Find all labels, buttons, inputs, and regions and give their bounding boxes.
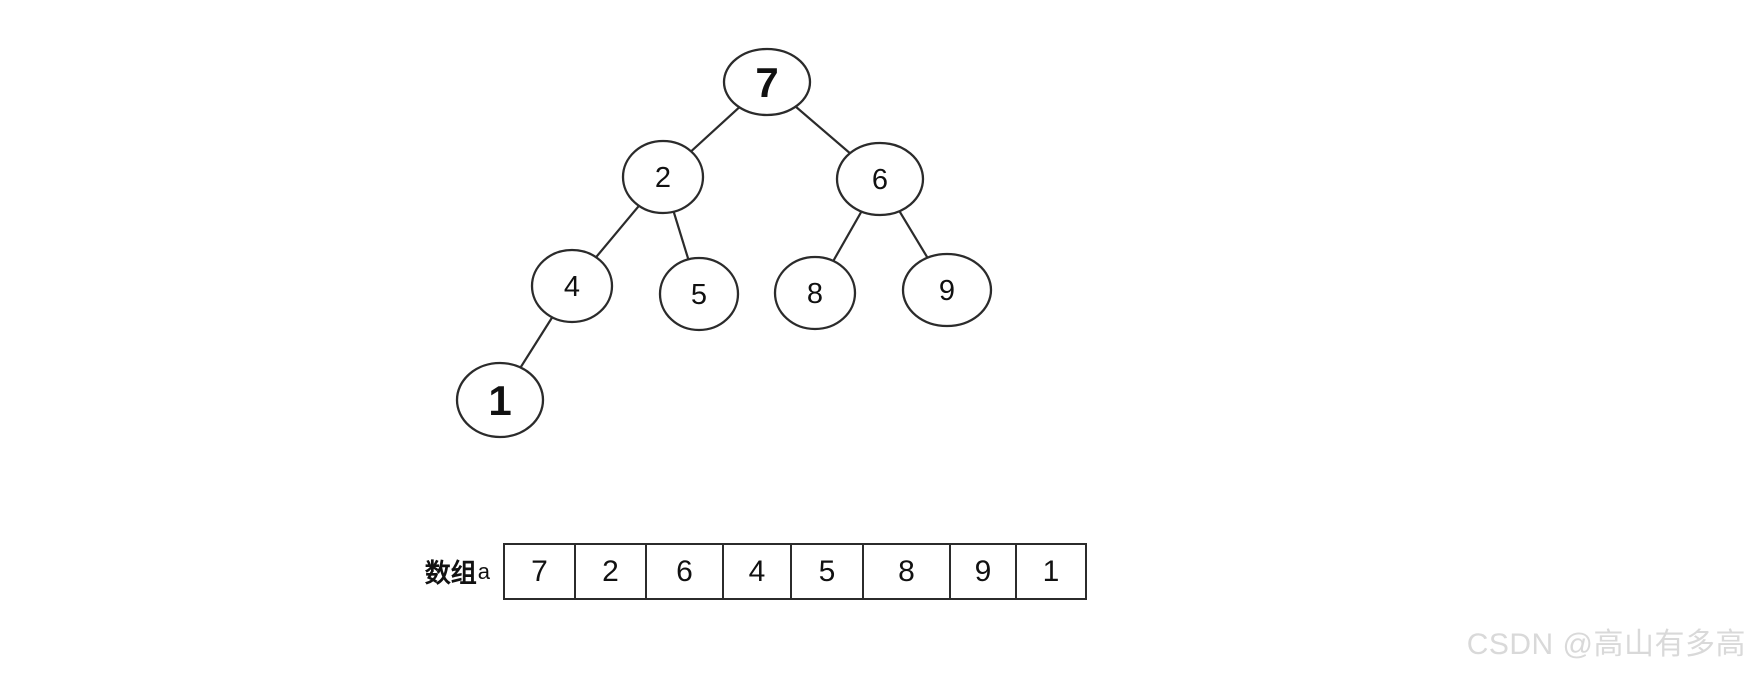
tree-node-circle: [621, 139, 705, 215]
tree-node: 7: [722, 47, 812, 117]
tree-node: 9: [901, 252, 993, 328]
tree-node-circle: [658, 256, 740, 332]
array-cell: 1: [1015, 545, 1085, 598]
tree-node-value: 1: [488, 377, 511, 424]
tree-node-value: 9: [939, 275, 955, 307]
tree-node-circle: [530, 248, 614, 324]
tree-node: 8: [773, 255, 857, 331]
watermark: CSDN @高山有多高: [1466, 628, 1746, 661]
array-cell: 6: [645, 545, 722, 598]
array-cell: 8: [862, 545, 949, 598]
tree-node-value: 5: [691, 279, 707, 311]
tree-node: 1: [455, 361, 545, 439]
tree-node-value: 7: [755, 59, 778, 106]
tree-node: 2: [621, 139, 705, 215]
array-cell: 2: [574, 545, 645, 598]
array-cell: 9: [949, 545, 1015, 598]
tree-node-circle: [455, 361, 545, 439]
tree-node-circle: [722, 47, 812, 117]
tree-node-value: 4: [564, 271, 580, 303]
tree-node-circle: [835, 141, 925, 217]
tree-node-value: 2: [655, 162, 671, 194]
array-label-name: 数组: [424, 558, 477, 588]
tree-node-circle: [901, 252, 993, 328]
array-label-suffix: a: [477, 558, 490, 584]
tree-node-value: 8: [807, 278, 823, 310]
tree-node: 4: [530, 248, 614, 324]
tree-node-value: 6: [872, 164, 888, 196]
tree-node: 5: [658, 256, 740, 332]
array-cell: 5: [790, 545, 862, 598]
tree-node: 6: [835, 141, 925, 217]
array-cell: 4: [722, 545, 790, 598]
array-cell: 7: [531, 554, 548, 588]
tree-node-circle: [773, 255, 857, 331]
